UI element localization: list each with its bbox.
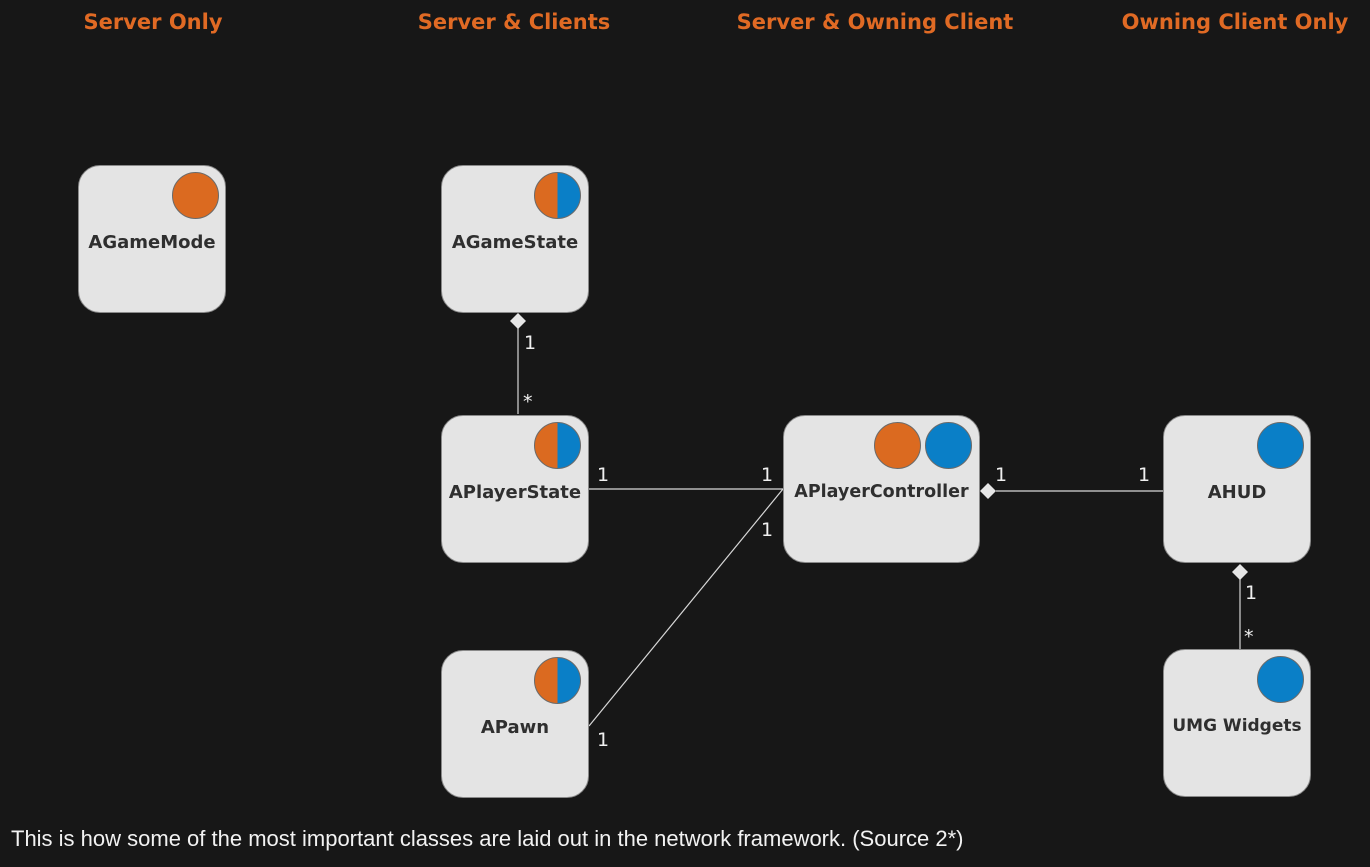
node-label: APawn — [480, 717, 550, 738]
composition-diamond-gamestate — [510, 313, 526, 329]
multiplicity-pawn-pc-pawn: 1 — [597, 729, 610, 751]
node-label: APlayerState — [448, 482, 582, 503]
node-agamestate: AGameState — [441, 165, 589, 313]
server-indicator-icon — [874, 422, 921, 469]
column-title-owning-client-only: Owning Client Only — [1121, 10, 1349, 34]
multiplicity-pc-hud-right: 1 — [1138, 464, 1151, 486]
node-label: AGameState — [451, 232, 579, 253]
multiplicity-hud-umg-bottom: * — [1244, 626, 1254, 648]
multiplicity-pawn-pc-controller: 1 — [761, 519, 774, 541]
multiplicity-hud-umg-top: 1 — [1245, 582, 1258, 604]
composition-diamond-hud — [1232, 564, 1248, 580]
column-title-server-owning-client: Server & Owning Client — [736, 10, 1014, 34]
server-indicator-icon — [172, 172, 219, 219]
composition-diamond-controller — [980, 483, 996, 499]
column-title-server-clients: Server & Clients — [417, 10, 611, 34]
client-indicator-icon — [1257, 656, 1304, 703]
node-agamemode: AGameMode — [78, 165, 226, 313]
node-ahud: AHUD — [1163, 415, 1311, 563]
server-client-indicator-icon — [534, 422, 581, 469]
node-label: AHUD — [1207, 482, 1267, 503]
multiplicity-pc-hud-left: 1 — [995, 464, 1008, 486]
multiplicity-gs-ps-bottom: * — [523, 391, 533, 413]
multiplicity-ps-pc-left: 1 — [597, 464, 610, 486]
node-label: APlayerController — [794, 482, 969, 502]
server-client-indicator-icon — [534, 657, 581, 704]
node-aplayercontroller: APlayerController — [783, 415, 980, 563]
multiplicity-ps-pc-right: 1 — [761, 464, 774, 486]
client-indicator-icon — [1257, 422, 1304, 469]
node-aplayerstate: APlayerState — [441, 415, 589, 563]
figure-caption: This is how some of the most important c… — [11, 826, 964, 851]
node-umg-widgets: UMG Widgets — [1163, 649, 1311, 797]
server-client-indicator-icon — [534, 172, 581, 219]
node-apawn: APawn — [441, 650, 589, 798]
link-pawn-controller — [588, 488, 784, 727]
client-indicator-icon — [925, 422, 972, 469]
multiplicity-gs-ps-top: 1 — [524, 332, 537, 354]
node-label: UMG Widgets — [1172, 716, 1302, 736]
node-label: AGameMode — [88, 232, 216, 253]
column-title-server-only: Server Only — [83, 10, 223, 34]
